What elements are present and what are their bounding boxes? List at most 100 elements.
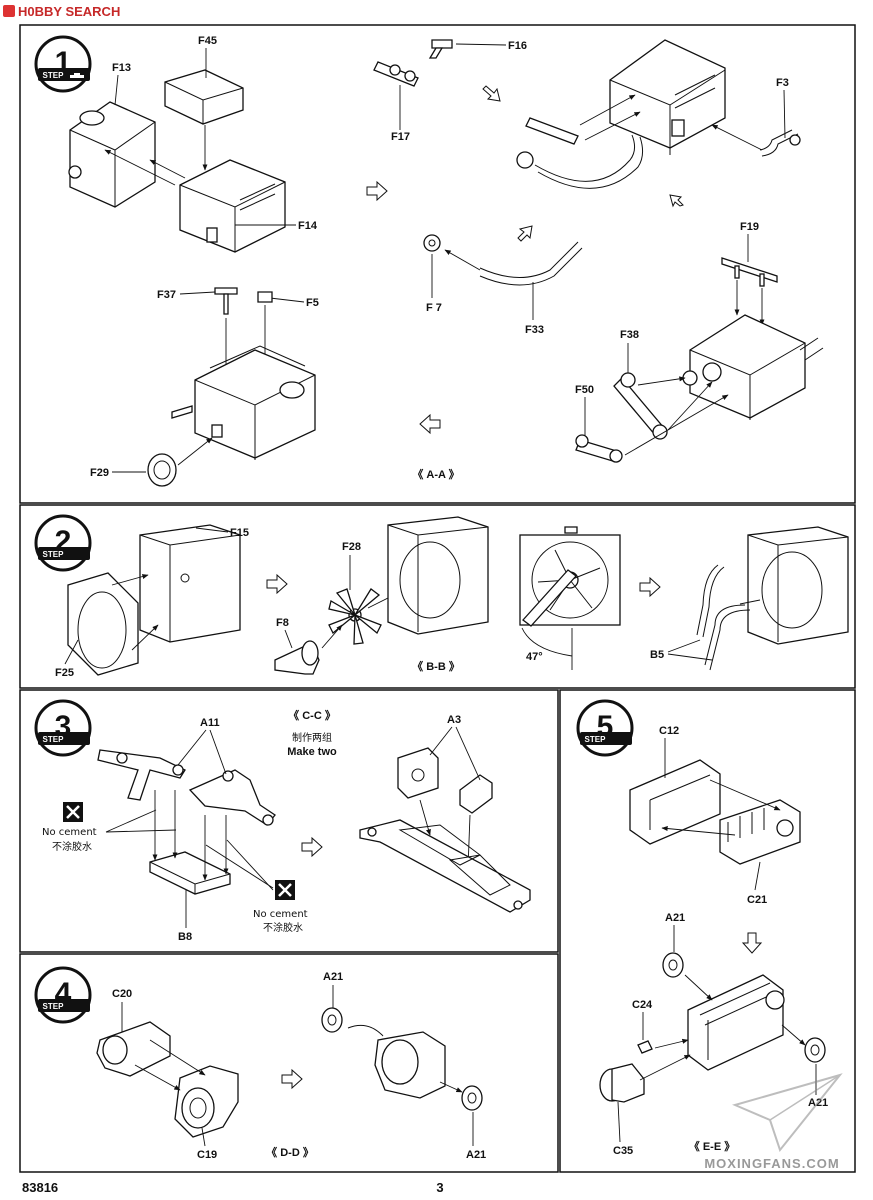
no-cement-cn-right: 不涂胶水	[263, 921, 303, 934]
make-two-en: Make two	[287, 746, 337, 758]
label-c19: C19	[197, 1149, 217, 1161]
part-f29	[147, 453, 177, 487]
part-a11-right	[188, 769, 276, 826]
part-f15	[139, 524, 241, 643]
hobby-search-watermark: H0BBY SEARCH	[3, 4, 120, 19]
step4-frame	[19, 953, 559, 1173]
flow-arrow-up-1	[517, 225, 533, 242]
flow-arrow-down-2	[741, 932, 763, 954]
radiator-b-b	[387, 516, 489, 635]
part-f14	[179, 159, 286, 253]
no-cement-en-left: No cement	[42, 827, 97, 838]
step5-frame	[559, 689, 856, 1173]
part-f19	[721, 257, 778, 287]
label-f16: F16	[508, 40, 527, 52]
flow-arrow-diag-1	[482, 85, 501, 102]
step4-word: STEP	[43, 1002, 65, 1011]
label-a21-top-e: A21	[665, 912, 685, 924]
label-f50: F50	[575, 384, 594, 396]
engine-lower-right	[682, 314, 824, 420]
step5-badge: 5 STEP	[576, 699, 634, 757]
differential-d-d	[347, 1024, 446, 1099]
step5-word: STEP	[585, 735, 607, 744]
part-a11-left	[97, 749, 186, 801]
step3-frame	[19, 689, 559, 953]
part-c21	[719, 799, 801, 865]
label-c20: C20	[112, 988, 132, 1000]
label-f17: F17	[391, 131, 410, 143]
step2-frame	[19, 504, 856, 689]
part-c19	[174, 1065, 239, 1138]
part-f8	[274, 640, 320, 675]
part-f33	[479, 241, 583, 286]
label-c12: C12	[659, 725, 679, 737]
svg-text:H0BBY SEARCH: H0BBY SEARCH	[18, 4, 120, 19]
step2-word: STEP	[43, 550, 65, 559]
label-a3: A3	[447, 714, 461, 726]
part-f13	[68, 101, 156, 208]
label-f38: F38	[620, 329, 639, 341]
label-c24: C24	[632, 999, 653, 1011]
section-label-b-b: 《 B-B 》	[412, 660, 460, 673]
flow-arrow-right-5	[281, 1068, 303, 1090]
part-f38	[613, 372, 668, 440]
label-f13: F13	[112, 62, 131, 74]
product-code: 83816	[22, 1180, 58, 1195]
label-c35: C35	[613, 1145, 633, 1157]
section-label-d-d: 《 D-D 》	[266, 1146, 314, 1159]
step1-word: STEP	[43, 71, 65, 80]
step2-badge: 2 STEP	[34, 514, 92, 572]
part-f3	[759, 129, 801, 157]
label-f37: F37	[157, 289, 176, 301]
part-f17	[373, 61, 419, 87]
no-cement-icon-left	[63, 802, 83, 822]
part-b8	[149, 851, 231, 895]
label-f25: F25	[55, 667, 74, 679]
part-a21-right-e	[804, 1037, 826, 1063]
part-c20	[96, 1021, 171, 1077]
label-f8: F8	[276, 617, 289, 629]
flow-arrow-right-2	[266, 573, 288, 595]
label-b8: B8	[178, 931, 192, 943]
step1-badge: 1 STEP	[34, 35, 92, 93]
label-f28: F28	[342, 541, 361, 553]
label-c21: C21	[747, 894, 767, 906]
label-f33: F33	[525, 324, 544, 336]
site-watermark: MOXINGFANS.COM	[704, 1156, 839, 1171]
part-a21-bottom-d	[461, 1085, 483, 1111]
part-f25	[67, 572, 139, 676]
label-f29: F29	[90, 467, 109, 479]
make-two-cn: 制作两组	[292, 731, 332, 744]
part-a21-top-e	[662, 952, 684, 978]
label-f3: F3	[776, 77, 789, 89]
part-f45	[164, 69, 244, 125]
part-f7	[423, 234, 441, 252]
part-f28	[328, 588, 382, 645]
section-label-c-c: 《 C-C 》	[288, 709, 336, 722]
engine-assembly	[171, 345, 316, 460]
part-f5	[257, 291, 273, 303]
flow-arrow-right-4	[301, 836, 323, 858]
transmission-assembly-e-e	[687, 974, 785, 1071]
no-cement-en-right: No cement	[253, 909, 308, 920]
part-c24	[637, 1040, 653, 1054]
label-a21-top-d: A21	[323, 971, 343, 983]
part-f37	[214, 287, 238, 315]
label-f15: F15	[230, 527, 249, 539]
hose-assembly-a	[516, 117, 644, 189]
label-f14: F14	[298, 220, 318, 232]
step4-badge: 4 STEP	[34, 966, 92, 1024]
part-c35	[599, 1063, 645, 1103]
flow-arrow-down-1	[669, 194, 684, 208]
engine-upper-right	[609, 39, 726, 155]
flow-arrow-right-3	[639, 576, 661, 598]
section-label-a-a: 《 A-A 》	[412, 468, 459, 481]
label-b5: B5	[650, 649, 664, 661]
label-f7: F 7	[426, 302, 442, 314]
step1-frame	[19, 24, 856, 504]
part-c12	[629, 759, 721, 845]
label-a11: A11	[200, 717, 220, 729]
part-b5	[696, 564, 751, 671]
label-angle-47: 47°	[526, 651, 543, 663]
